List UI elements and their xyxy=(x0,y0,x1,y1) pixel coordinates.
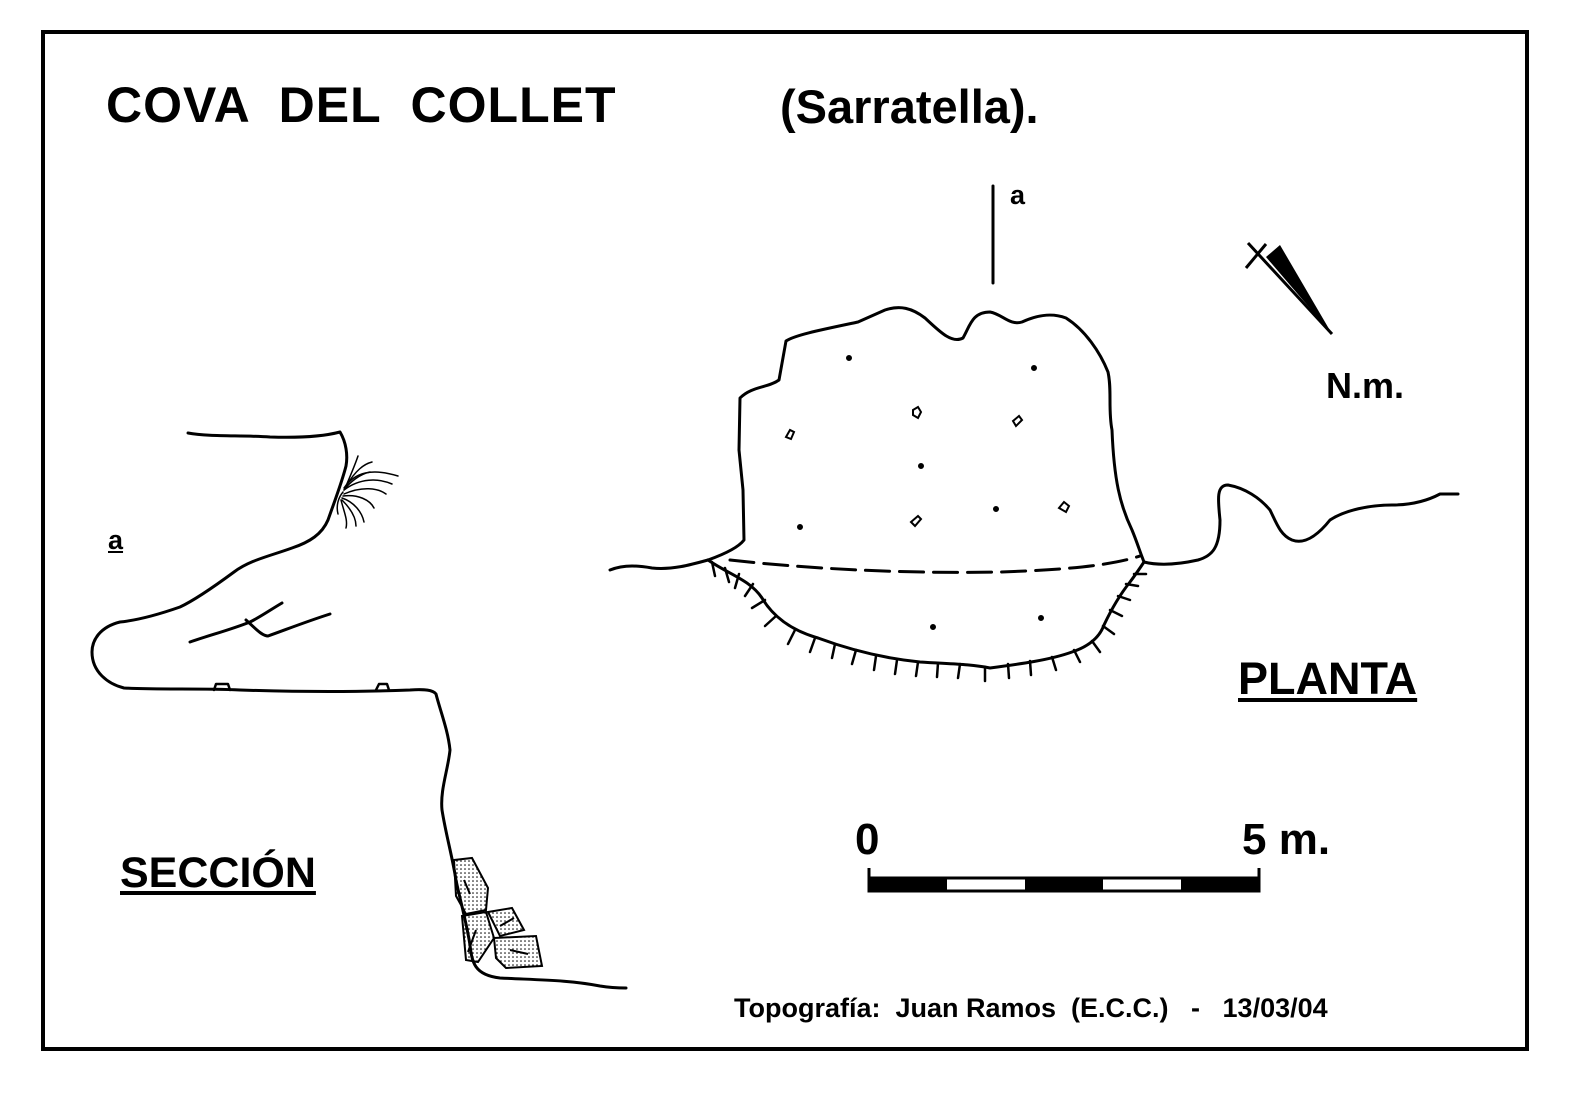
scale-end-label: 5 m. xyxy=(1242,815,1331,864)
plan-drop-edge xyxy=(706,558,1146,670)
cave-subtitle: (Sarratella). xyxy=(780,80,1039,133)
plan-dashed-drip-line xyxy=(728,554,1142,574)
plan-label: PLANTA xyxy=(1238,653,1418,704)
plan-drop-ticks xyxy=(710,560,1148,683)
plan-view xyxy=(608,184,1460,670)
plan-boulders xyxy=(784,355,1071,630)
map-frame xyxy=(41,30,1529,1051)
cave-title: COVA DEL COLLET xyxy=(106,77,617,133)
section-floor-block-1 xyxy=(212,682,232,692)
entrance-vegetation-icon xyxy=(336,455,399,529)
scale-start-label: 0 xyxy=(855,815,880,864)
plan-marker-a: a xyxy=(1010,180,1026,210)
section-marker-a: a xyxy=(108,525,124,555)
magnetic-north-arrow-icon xyxy=(1244,241,1334,336)
plan-right-passage xyxy=(1142,483,1460,566)
section-cave-outline xyxy=(90,430,628,990)
section-collapse-blocks xyxy=(452,856,544,970)
scale-bar xyxy=(867,868,1261,893)
north-label: N.m. xyxy=(1326,365,1405,406)
section-label: SECCIÓN xyxy=(120,849,316,897)
credit-line: Topografía: Juan Ramos (E.C.C.) - 13/03/… xyxy=(734,993,1328,1023)
section-view xyxy=(90,430,628,990)
section-floor-block-2 xyxy=(374,682,391,692)
plan-cave-wall xyxy=(706,306,1146,564)
plan-left-passage xyxy=(608,558,710,572)
section-interior-line-2 xyxy=(244,612,332,638)
